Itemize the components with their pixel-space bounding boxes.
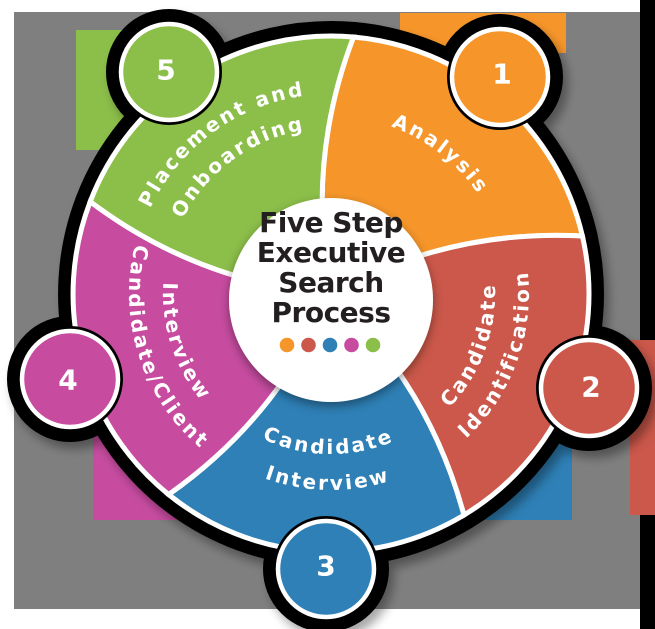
legend-dot-red: [301, 337, 316, 353]
legend-dot-green: [365, 337, 381, 353]
step-number-1: 1: [492, 58, 511, 91]
piece-candidate-interview-neck: [308, 528, 345, 570]
step-number-4: 4: [58, 364, 77, 397]
step-number-5: 5: [156, 54, 175, 87]
step-number-3: 3: [316, 550, 335, 583]
piece-candidate-client-interview: 4 Candidate/Client Interview: [17, 197, 335, 498]
title-line-4: Process: [272, 296, 391, 329]
piece-candidate-identification-neck: [545, 357, 596, 405]
legend-dot-magenta: [344, 337, 359, 353]
piece-candidate-interview: 3 Candidate Interview: [164, 289, 467, 622]
title-line-3: Search: [278, 266, 383, 299]
step-number-2: 2: [581, 371, 600, 404]
center-circle: [229, 198, 433, 402]
center-hub: Five Step Executive Search Process: [229, 198, 433, 402]
piece-analysis-neck: [461, 66, 515, 120]
piece-candidate-client-interview-neck: [64, 349, 114, 397]
title-line-1: Five Step: [259, 206, 403, 239]
legend-dots: [279, 337, 381, 353]
right-edge-bar: [640, 0, 655, 629]
piece-placement-onboarding-neck: [154, 61, 208, 115]
legend-dot-orange: [279, 337, 295, 353]
legend-dot-blue: [322, 337, 338, 353]
title-line-2: Executive: [257, 236, 405, 269]
